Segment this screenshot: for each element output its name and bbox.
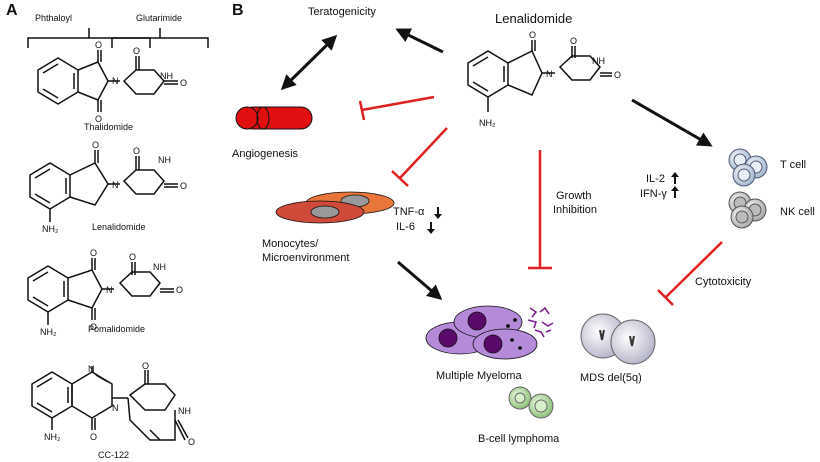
thalidomide-structure [37, 50, 178, 112]
inhibition-lines [358, 95, 723, 306]
activation-arrows [280, 28, 713, 300]
atom-o: O [133, 146, 140, 156]
arrow-teratogenicity-angiogenesis [280, 34, 338, 91]
atom-o: O [142, 361, 149, 371]
mds-label: MDS del(5q) [580, 372, 642, 384]
lenalidomide-structure [29, 150, 178, 222]
atom-o: O [529, 30, 536, 40]
panel-a [27, 28, 209, 441]
myeloma-cells [425, 305, 538, 360]
glutarimide-label: Glutarimide [136, 13, 183, 23]
atom-nh2: NH₂ [479, 118, 496, 128]
il2-label: IL-2 [646, 173, 665, 185]
il6-down-arrow [427, 222, 435, 234]
secreted-proteins [527, 306, 554, 338]
atom-o: O [95, 40, 102, 50]
atom-n: N [112, 403, 119, 413]
monocytes-cells [275, 191, 395, 224]
atom-nh: NH [153, 262, 166, 272]
angiogenesis-vessel [235, 106, 313, 130]
b-cell-lymphoma-label: B-cell lymphoma [478, 433, 560, 445]
atom-o: O [95, 114, 102, 124]
compound-name: Pomalidomide [88, 324, 146, 334]
growth-label: Growth [556, 190, 592, 202]
il6-label: IL-6 [396, 221, 415, 233]
glutarimide-bracket [111, 28, 209, 48]
inhibit-angiogenesis [361, 95, 435, 112]
atom-nh: NH [160, 71, 173, 81]
atom-n: N [106, 285, 113, 295]
panel-b-letter: B [232, 2, 244, 19]
atom-o: O [614, 70, 621, 80]
monocytes-label: Monocytes/ [262, 238, 319, 250]
microenvironment-label: Microenvironment [262, 252, 350, 264]
atom-nh: NH [178, 406, 191, 416]
panel-a-letter: A [6, 2, 18, 19]
bcell-cells [508, 386, 554, 419]
compound-name: Thalidomide [84, 122, 134, 132]
center-drug-label: Lenalidomide [495, 11, 573, 26]
atom-nh2: NH₂ [40, 327, 57, 337]
lenalidomide-center-structure [467, 40, 612, 112]
atom-o: O [180, 181, 187, 191]
il2-up-arrow [671, 172, 679, 184]
atom-o: O [92, 140, 99, 150]
arrow-to-teratogenicity [395, 28, 444, 54]
atom-o: O [176, 285, 183, 295]
atom-n: N [88, 364, 95, 374]
atom-o: O [129, 252, 136, 262]
atom-o: O [180, 78, 187, 88]
atom-o: O [133, 46, 140, 56]
atom-n: N [112, 76, 119, 86]
atom-labels: O O N NH O O O N NH O O NH₂ O O N NH O O… [40, 30, 621, 447]
nk-cells [728, 191, 767, 229]
atom-o: O [570, 36, 577, 46]
atom-n: N [112, 180, 119, 190]
atom-n: N [546, 69, 553, 79]
angiogenesis-label: Angiogenesis [232, 148, 299, 160]
atom-o: O [188, 437, 195, 447]
inhibit-monocytes [399, 127, 448, 179]
t-cells [728, 148, 768, 187]
tnf-label: TNF-α [393, 206, 425, 218]
atom-o: O [90, 432, 97, 442]
phthaloyl-label: Phthaloyl [35, 13, 73, 23]
phthaloyl-bracket [27, 28, 151, 48]
pomalidomide-structure [27, 258, 174, 325]
atom-nh: NH [592, 56, 605, 66]
nk-cell-label: NK cell [780, 206, 815, 218]
atom-nh2: NH₂ [42, 224, 59, 234]
cytotoxicity-label: Cytotoxicity [695, 276, 752, 288]
teratogenicity-label: Teratogenicity [308, 6, 376, 18]
tnf-down-arrow [434, 207, 442, 219]
atom-o: O [90, 248, 97, 258]
inhibition-label: Inhibition [553, 204, 598, 216]
atom-nh: NH [158, 155, 171, 165]
mds-cells [580, 313, 656, 365]
inhibit-cytotoxicity [665, 241, 723, 298]
ifn-label: IFN-γ [640, 188, 667, 200]
atom-nh2: NH₂ [44, 432, 61, 442]
arrow-to-tcells [631, 98, 713, 147]
arrow-monocyte-myeloma [397, 260, 443, 300]
cc122-structure [31, 366, 189, 441]
atom-o: O [90, 322, 97, 332]
t-cell-label: T cell [780, 159, 807, 171]
cytokine-arrows [427, 172, 679, 234]
ifn-up-arrow [671, 186, 679, 198]
multiple-myeloma-label: Multiple Myeloma [436, 370, 522, 382]
compound-name: CC-122 [98, 450, 130, 460]
compound-name: Lenalidomide [92, 222, 146, 232]
